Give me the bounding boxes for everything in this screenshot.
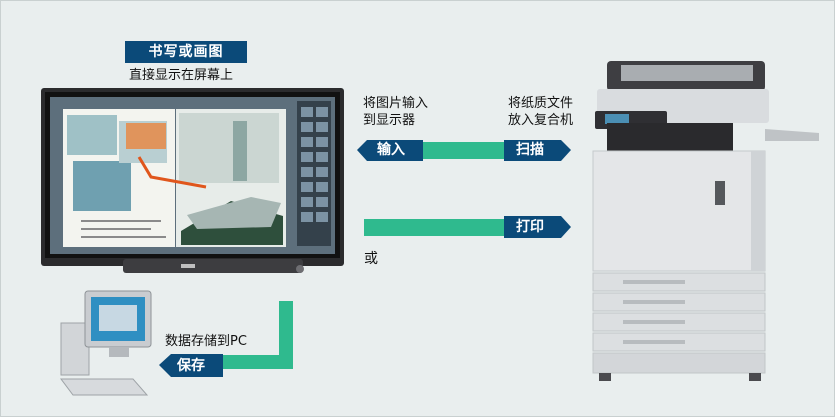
save-connector-vertical — [279, 301, 293, 369]
input-scan-connector — [421, 142, 511, 159]
save-caption: 数据存储到PC — [165, 334, 247, 349]
scan-caption-line1: 将纸质文件 — [508, 96, 574, 111]
display-title-badge: 书写或画图 — [125, 41, 247, 63]
print-label: 打印 — [516, 219, 544, 235]
save-arrow — [159, 354, 223, 377]
display-monitor-illustration — [41, 88, 344, 273]
copier-illustration — [592, 61, 819, 381]
save-label: 保存 — [177, 358, 205, 374]
scan-label: 扫描 — [516, 142, 544, 158]
save-connector-horizontal — [211, 355, 293, 369]
scan-arrow — [504, 140, 571, 161]
input-arrow — [357, 140, 423, 161]
input-label: 输入 — [377, 142, 405, 158]
print-connector — [364, 219, 511, 236]
or-text: 或 — [364, 251, 378, 267]
scan-caption-line2: 放入复合机 — [508, 113, 574, 128]
pc-illustration — [60, 290, 152, 396]
input-caption-line1: 将图片输入 — [363, 96, 429, 111]
display-subtitle: 直接显示在屏幕上 — [129, 68, 234, 83]
print-arrow — [504, 216, 571, 238]
input-caption-line2: 到显示器 — [363, 113, 416, 128]
